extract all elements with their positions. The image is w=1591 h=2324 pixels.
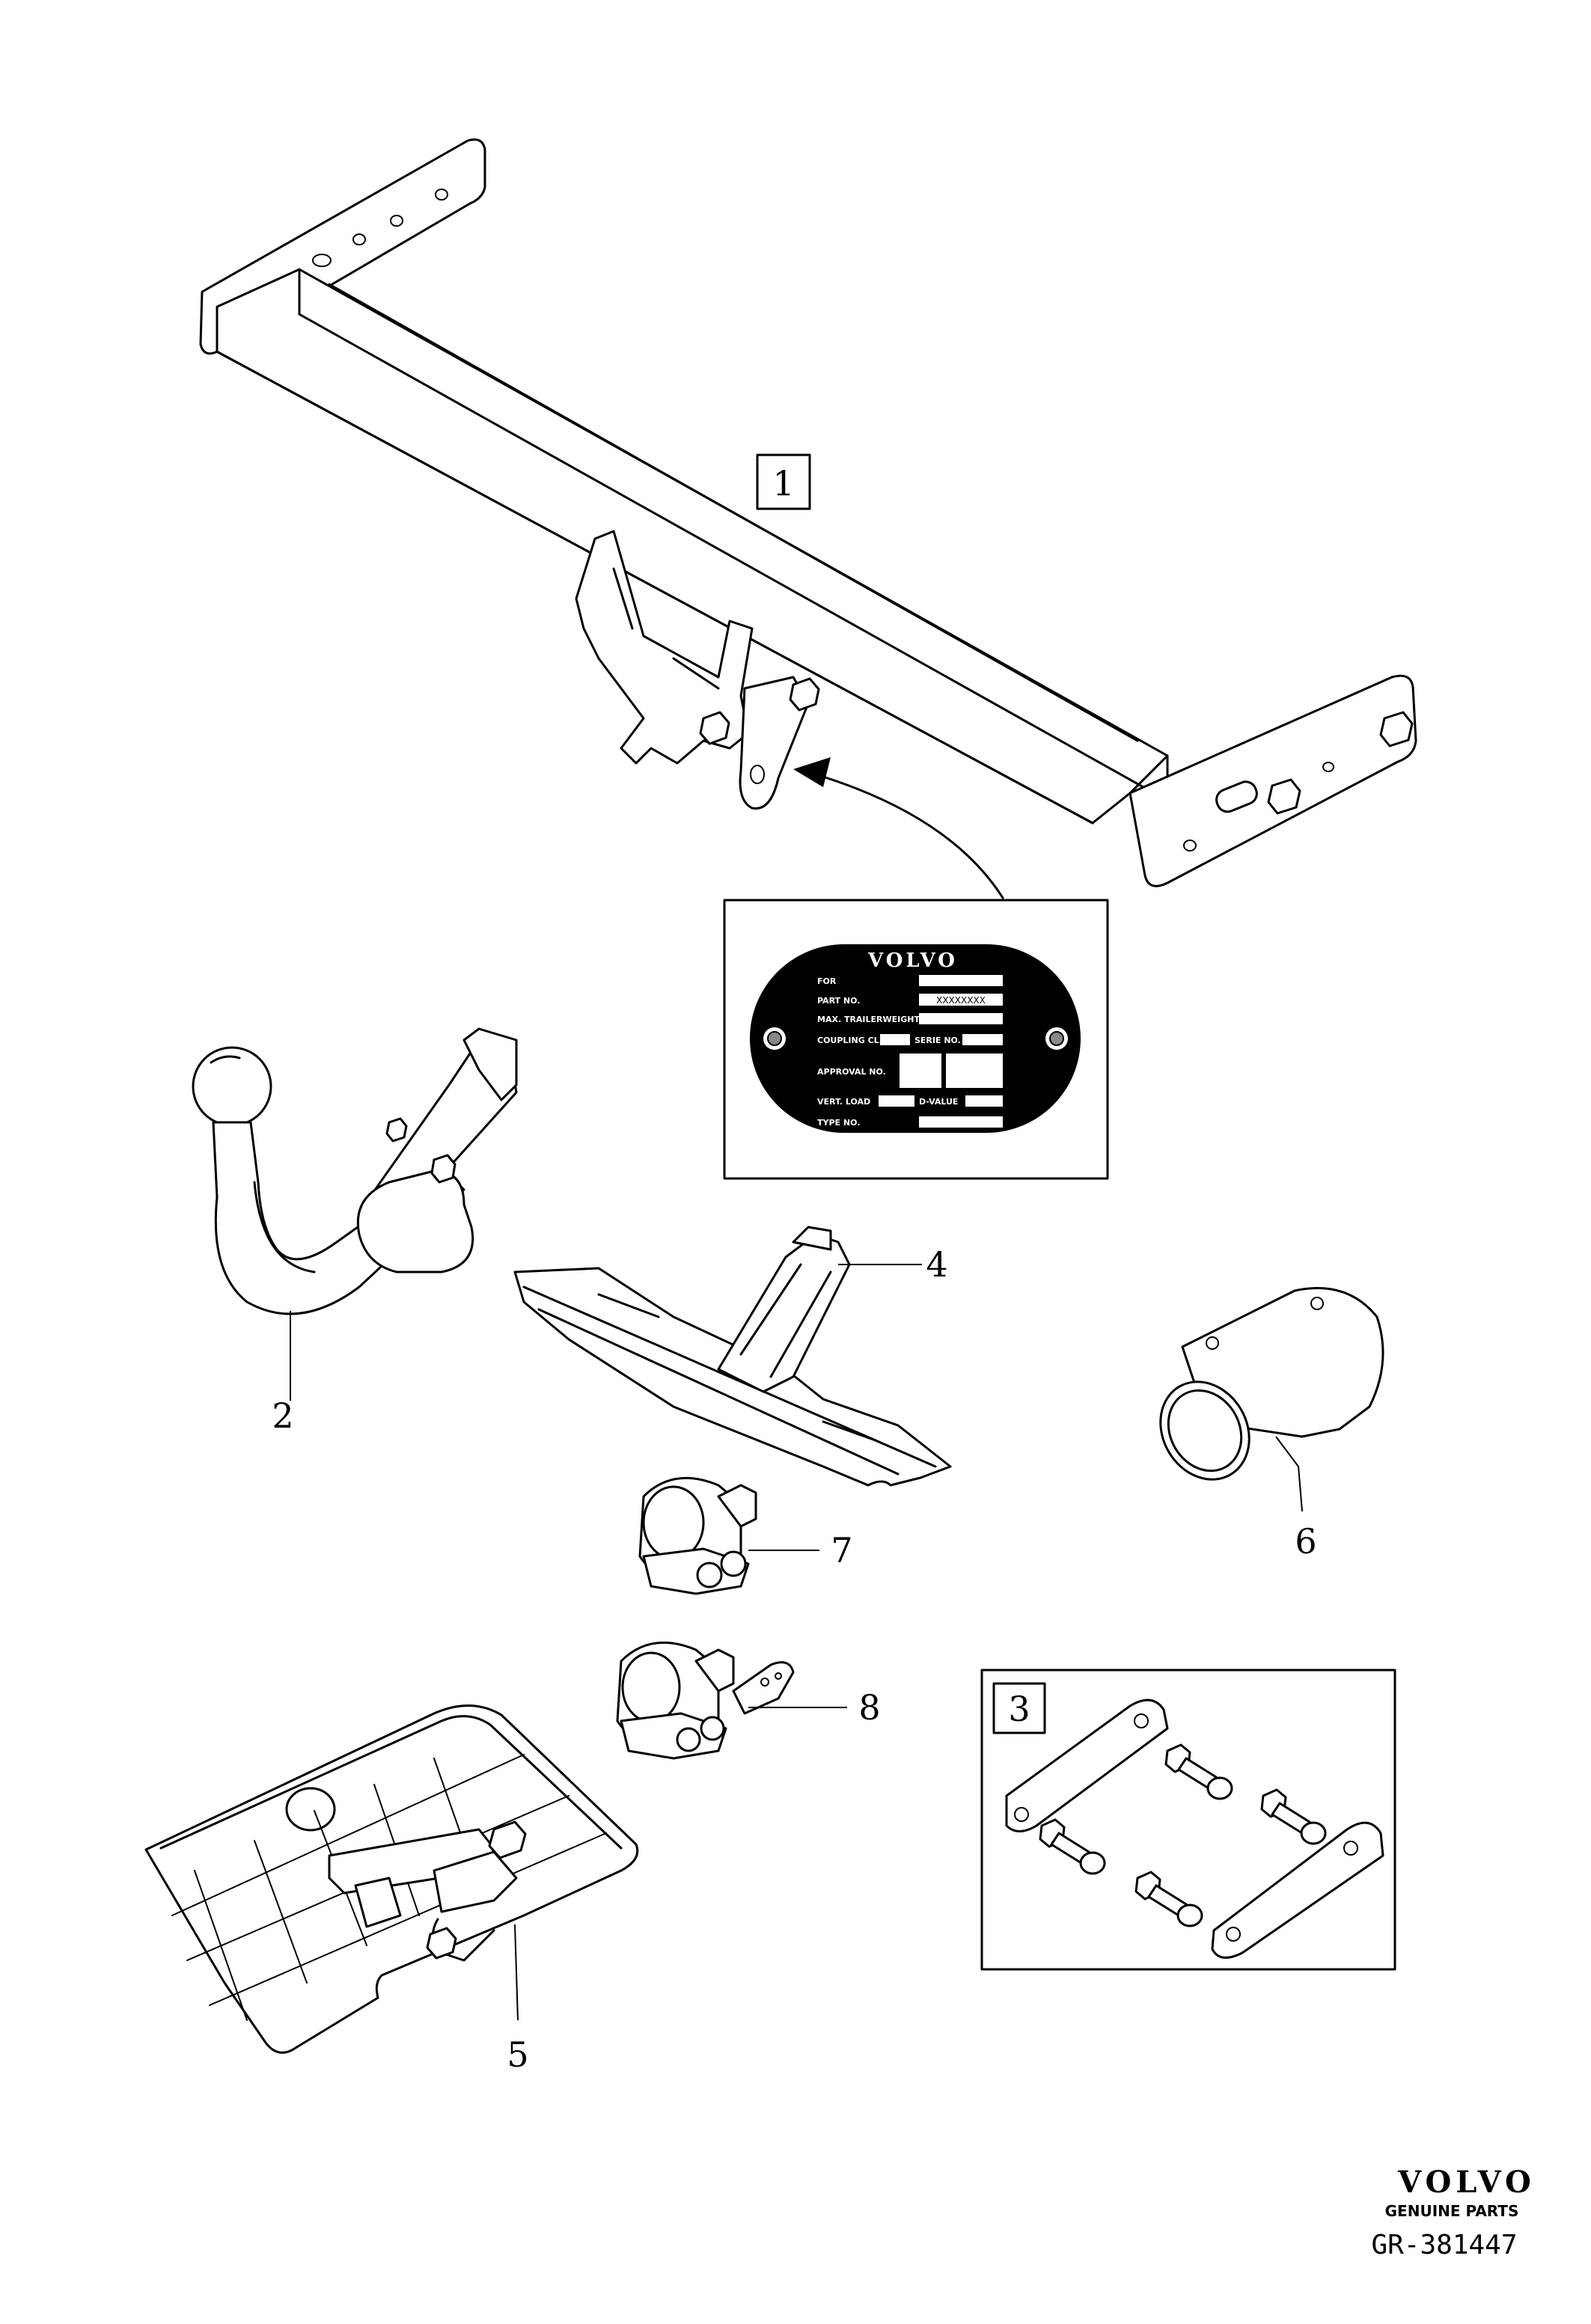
- plate-type-label: TYPE NO.: [817, 1118, 860, 1128]
- plate-part-no-value: XXXXXXXX: [936, 995, 986, 1006]
- mounting-kit-inset: 3: [980, 1669, 1396, 1971]
- callout-3: 3: [1008, 1689, 1030, 1729]
- plate-d-value-label: D-VALUE: [919, 1097, 958, 1107]
- id-plate-inset: VOLVO FOR PART NO. XXXXXXXX MAX. TRAILER…: [723, 899, 1109, 1180]
- callout-6: 6: [1295, 1521, 1316, 1562]
- plate-part-no-label: PART NO.: [817, 996, 860, 1006]
- plate-coupling-label: COUPLING CL.: [817, 1036, 882, 1045]
- footer-brand: VOLVO: [1397, 2165, 1536, 2200]
- bolt-a: [1164, 1743, 1233, 1800]
- electrical-socket-adapter: 8: [616, 1641, 881, 1760]
- callout-7: 7: [831, 1530, 852, 1571]
- plate-serie-label: SERIE NO.: [914, 1036, 961, 1045]
- callout-4: 4: [926, 1244, 947, 1285]
- callout-1: 1: [772, 463, 794, 504]
- callout-5: 5: [507, 2034, 528, 2075]
- plate-for-label: FOR: [817, 976, 837, 986]
- towbar-crossmember: 1: [199, 138, 1417, 899]
- plate-approval-label: APPROVAL NO.: [817, 1067, 886, 1077]
- tow-ball-arm: 2: [192, 1027, 518, 1436]
- footer-reference: GR-381447: [1371, 2230, 1517, 2260]
- bolt-d: [1135, 1871, 1203, 1927]
- plate-brand: VOLVO: [867, 950, 958, 972]
- footer-branding: VOLVO GENUINE PARTS GR-381447: [1371, 2165, 1536, 2260]
- bumper-reinforcement: 4: [513, 1226, 952, 1487]
- bolt-b: [1260, 1788, 1327, 1845]
- bolt-c: [1039, 1818, 1106, 1875]
- plate-vert-load-label: VERT. LOAD: [817, 1097, 870, 1107]
- plate-max-weight-label: MAX. TRAILERWEIGHT: [817, 1015, 920, 1024]
- footer-genuine-parts: GENUINE PARTS: [1385, 2202, 1519, 2220]
- callout-8: 8: [858, 1687, 880, 1728]
- wiring-harness-tray: 5: [144, 1704, 639, 2075]
- electrical-socket-13pin: 7: [638, 1476, 853, 1595]
- callout-2: 2: [272, 1395, 293, 1436]
- socket-cover: 6: [1159, 1287, 1384, 1562]
